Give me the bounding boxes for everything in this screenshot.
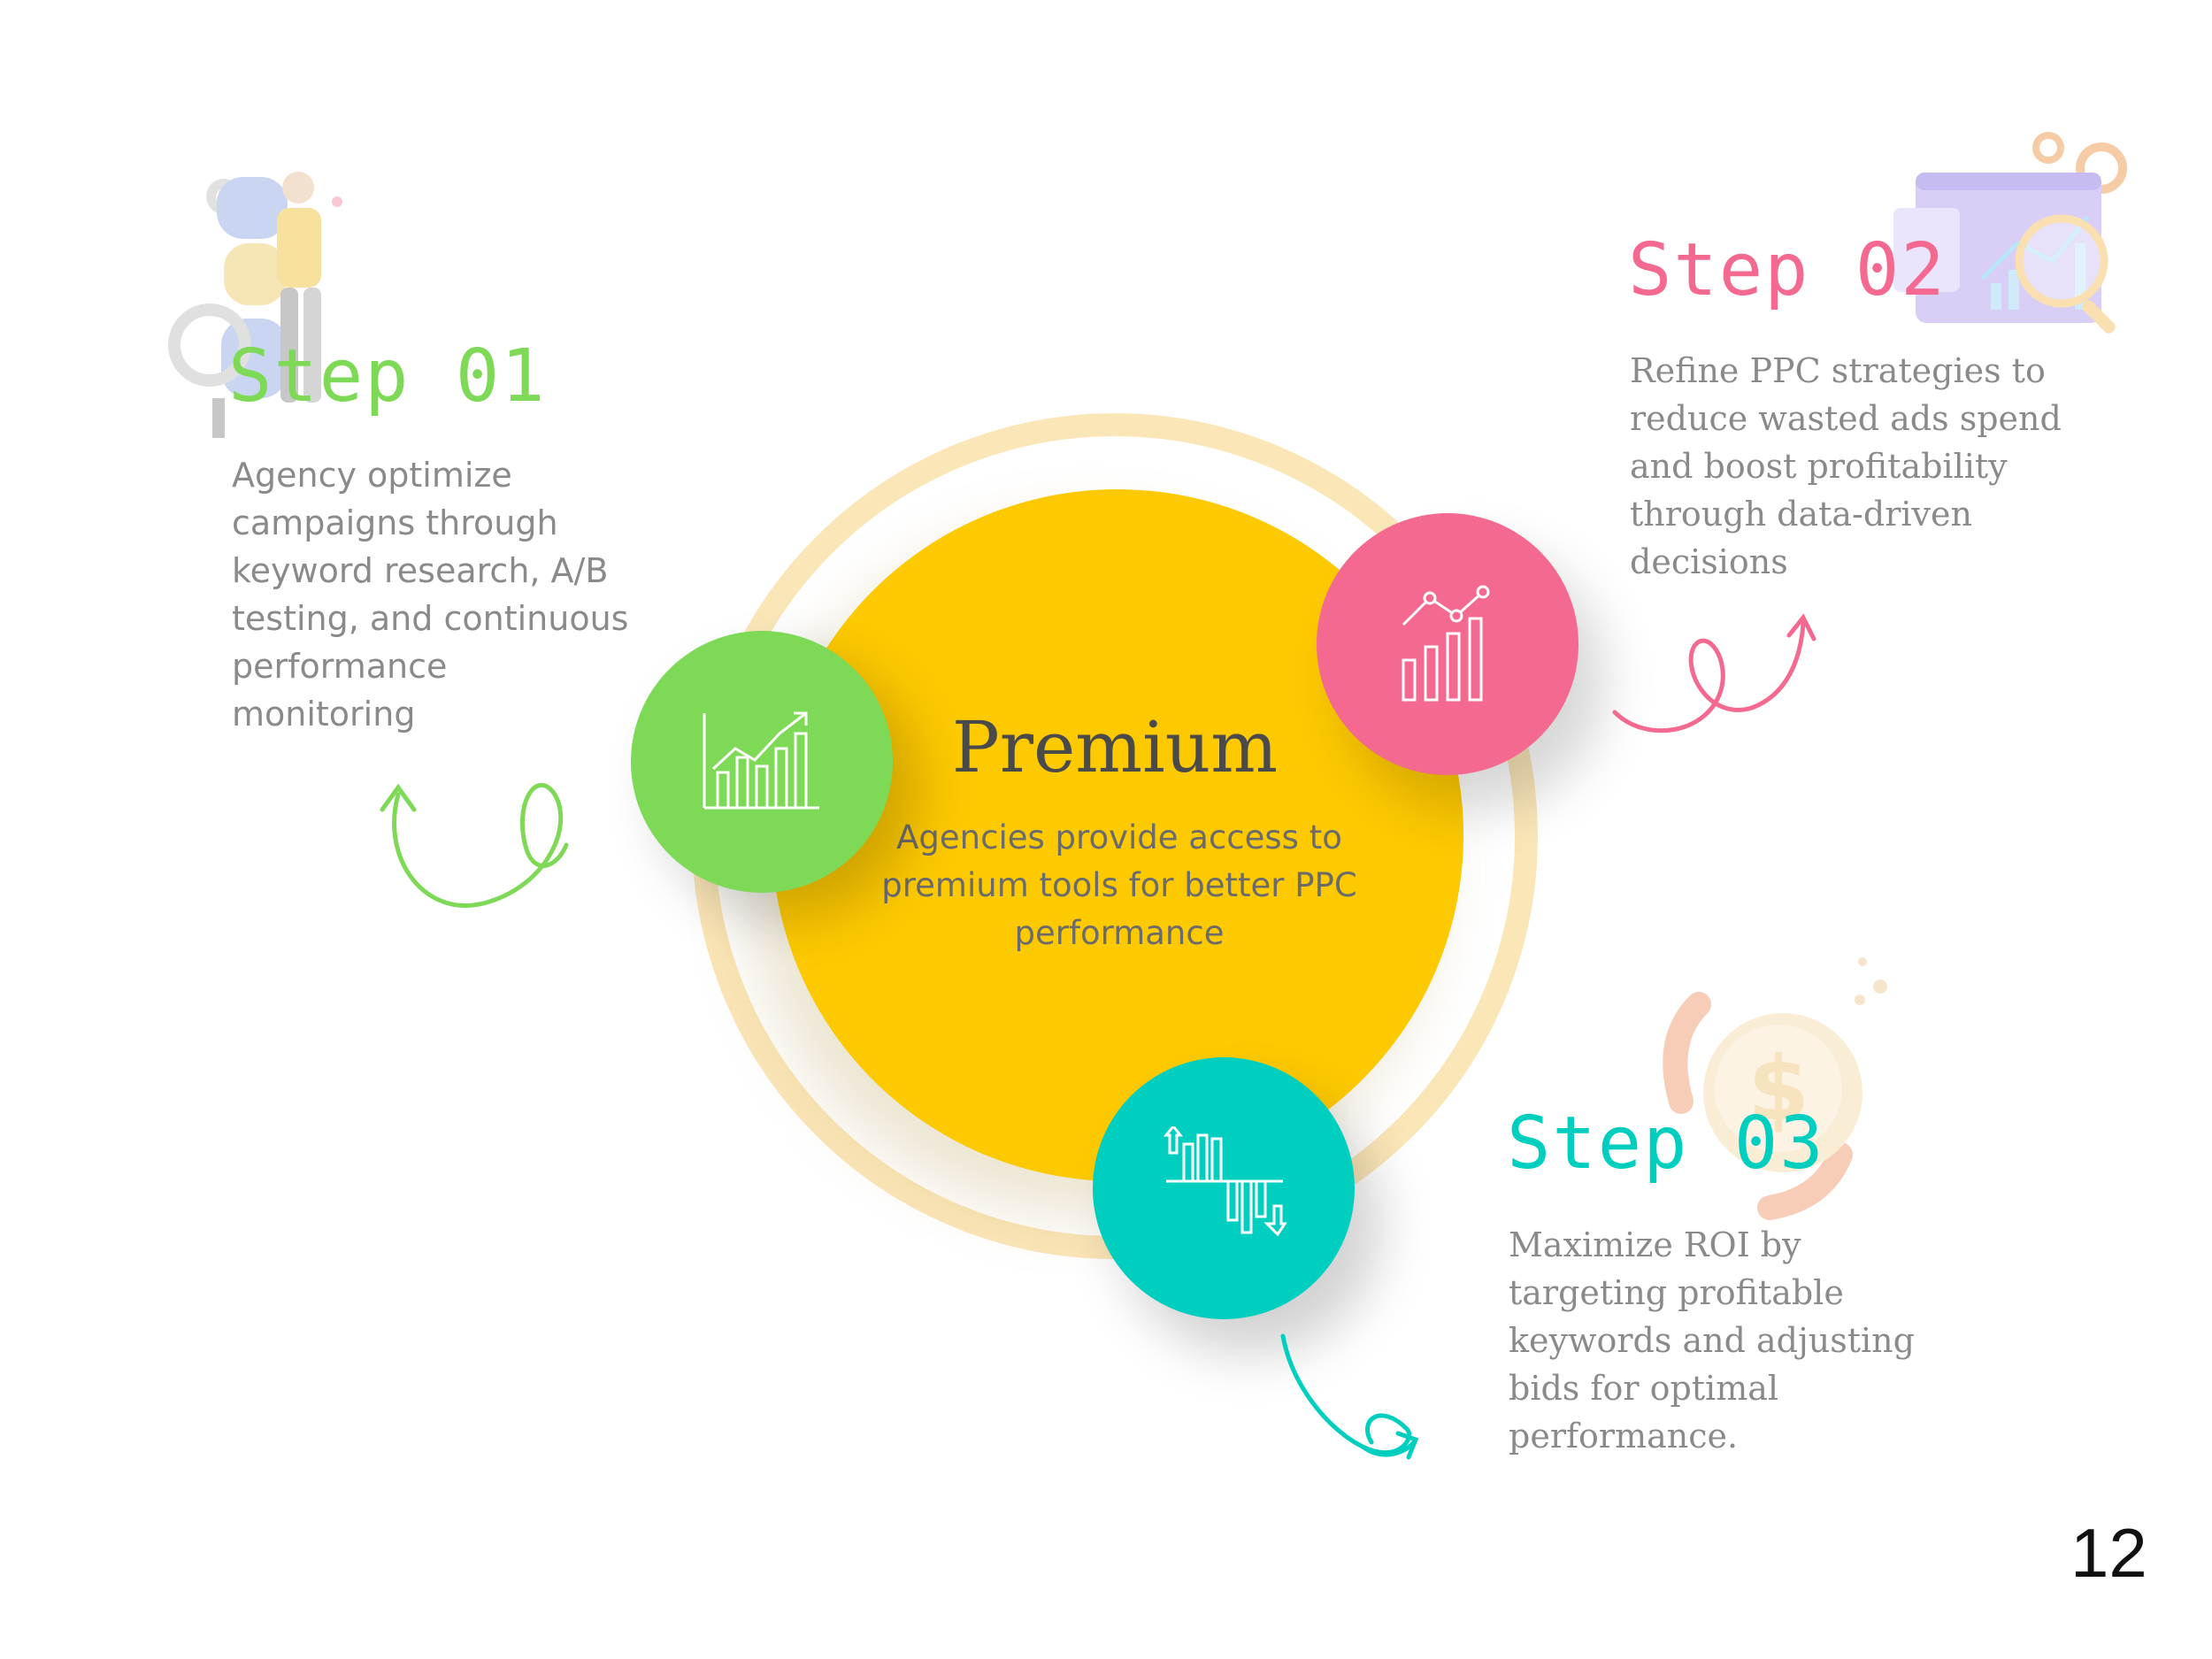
page-number: 12 bbox=[2070, 1514, 2147, 1592]
step-03-title: Step 03 bbox=[1507, 1102, 1825, 1186]
step-01-title: Step 01 bbox=[228, 334, 547, 419]
step-02-curly-arrow-icon bbox=[1612, 613, 1816, 733]
dollar-coin-illustration: $ bbox=[1663, 957, 1887, 1220]
step-01-description: Agency optimize campaigns through keywor… bbox=[232, 456, 629, 733]
center-title: Premium bbox=[951, 706, 1279, 788]
step-01-bubble bbox=[631, 631, 893, 893]
seo-person-illustration bbox=[168, 172, 342, 438]
step-02-title: Step 02 bbox=[1628, 228, 1947, 312]
step-02-description: Refine PPC strategies to reduce wasted a… bbox=[1630, 351, 2062, 581]
line-bar-chart-icon bbox=[1402, 585, 1490, 701]
analytics-dashboard-illustration bbox=[1893, 132, 2127, 334]
svg-text:$: $ bbox=[1747, 1037, 1809, 1141]
step-03-description: Maximize ROI by targeting profitable key… bbox=[1509, 1225, 1915, 1455]
up-down-bar-chart-icon bbox=[1163, 1126, 1287, 1237]
step-01-curly-arrow-icon bbox=[380, 783, 569, 908]
step-03-curly-arrow-icon bbox=[1280, 1333, 1419, 1460]
step-02-bubble bbox=[1317, 513, 1578, 775]
center-description: Agencies provide access to premium tools… bbox=[881, 818, 1357, 952]
growth-bar-chart-icon bbox=[703, 711, 819, 810]
step-03-bubble bbox=[1093, 1057, 1355, 1319]
